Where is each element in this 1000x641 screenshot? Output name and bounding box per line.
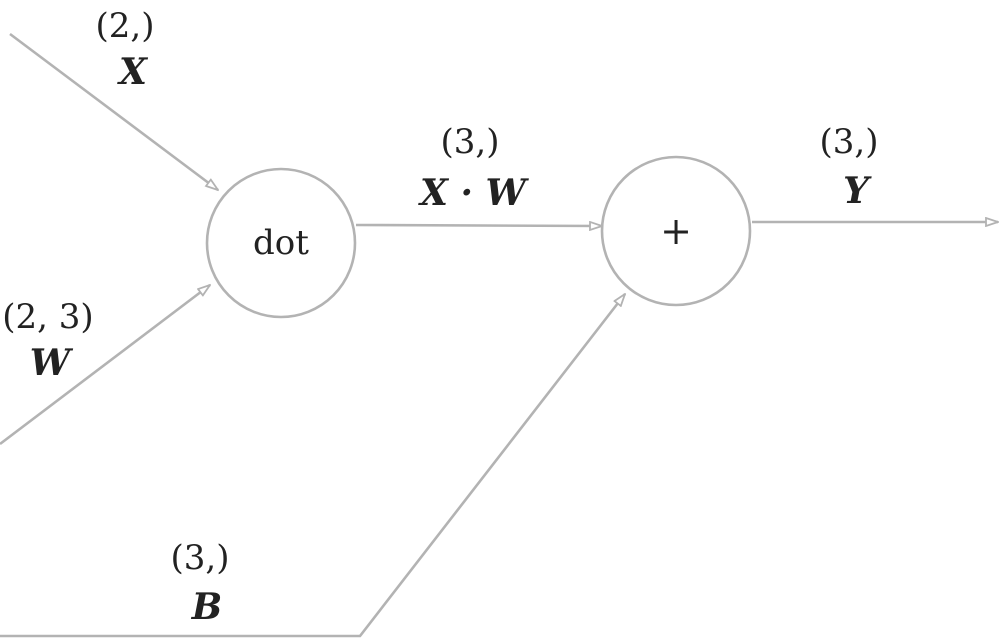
x-shape-label: (2,) bbox=[96, 6, 155, 46]
add-node: + bbox=[600, 155, 752, 307]
edge-b-to-add bbox=[0, 294, 625, 638]
y-shape-label: (3,) bbox=[820, 122, 879, 162]
x-variable-label: X bbox=[117, 51, 149, 93]
edge-x-to-dot bbox=[9, 32, 218, 190]
w-variable-label: W bbox=[30, 342, 74, 384]
add-node-label: + bbox=[660, 209, 692, 253]
add-node-circle bbox=[600, 155, 752, 307]
dot-node-circle bbox=[205, 167, 357, 319]
xw-variable-label: X · W bbox=[418, 172, 530, 214]
w-shape-label: (2, 3) bbox=[2, 297, 93, 337]
y-variable-label: Y bbox=[843, 170, 872, 212]
edge-dot-to-add bbox=[355, 225, 602, 226]
b-shape-label: (3,) bbox=[171, 538, 230, 578]
xw-shape-label: (3,) bbox=[441, 122, 500, 162]
edge-w-to-dot bbox=[0, 285, 210, 446]
dot-node-label: dot bbox=[253, 223, 309, 263]
b-variable-label: B bbox=[191, 586, 222, 628]
dot-node: dot bbox=[205, 167, 357, 319]
